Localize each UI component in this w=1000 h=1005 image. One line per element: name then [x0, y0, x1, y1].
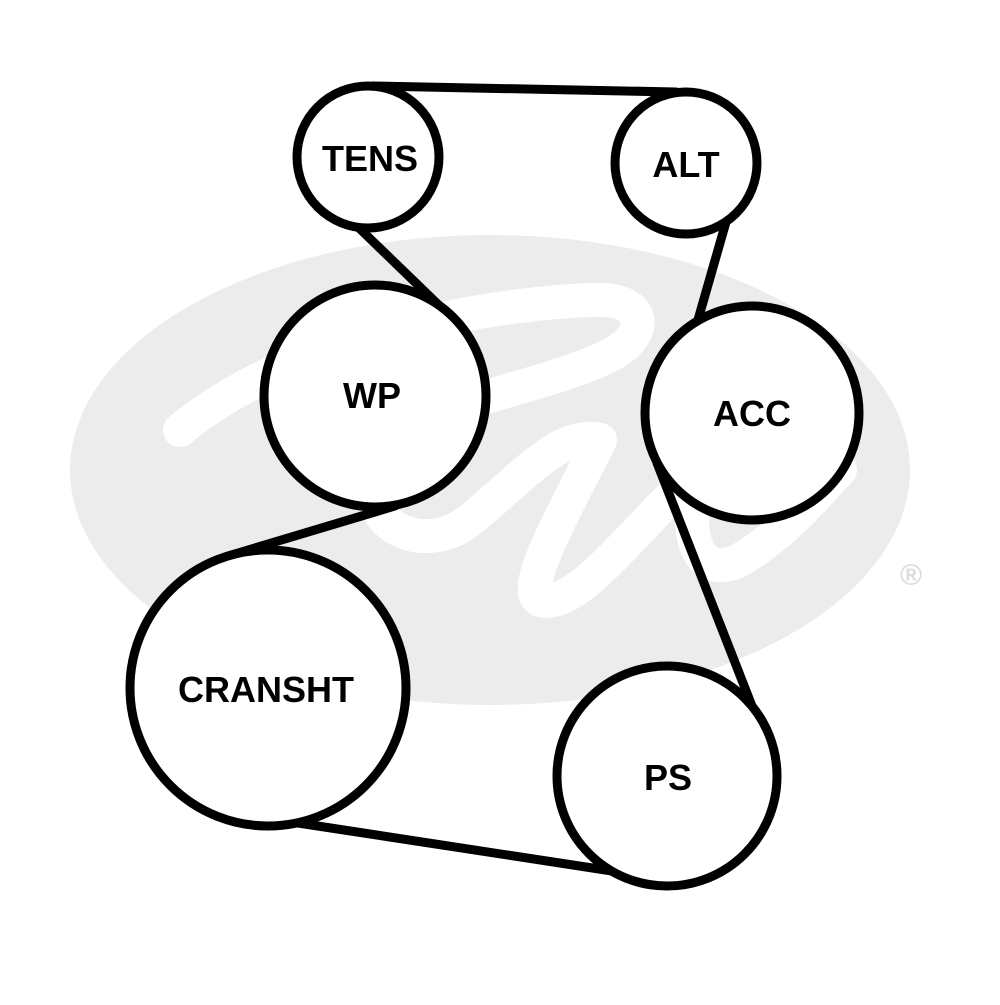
registered-mark: ® — [900, 559, 922, 592]
pulley-alt-circle — [610, 87, 762, 239]
pulley-tens: TENS — [292, 81, 444, 233]
pulleys: TENS ALT WP ACC CRANSHT PS — [125, 81, 864, 891]
pulley-wp-label: WP — [343, 375, 401, 416]
pulley-cranksht-circle — [125, 545, 411, 831]
pulley-alt: ALT — [610, 87, 762, 239]
pulley-acc-circle — [640, 301, 864, 525]
pulley-ps-label: PS — [644, 757, 692, 798]
pulley-ps: PS — [552, 661, 782, 891]
pulley-ps-circle — [552, 661, 782, 891]
pulley-wp: WP — [259, 280, 491, 512]
pulley-cranksht: CRANSHT — [125, 545, 411, 831]
pulley-cranksht-label: CRANSHT — [178, 669, 354, 710]
pulley-acc: ACC — [640, 301, 864, 525]
pulley-wp-circle — [259, 280, 491, 512]
pulley-alt-label: ALT — [652, 144, 719, 185]
pulley-tens-label: TENS — [322, 138, 418, 179]
pulley-acc-label: ACC — [713, 393, 791, 434]
pulley-tens-circle — [292, 81, 444, 233]
